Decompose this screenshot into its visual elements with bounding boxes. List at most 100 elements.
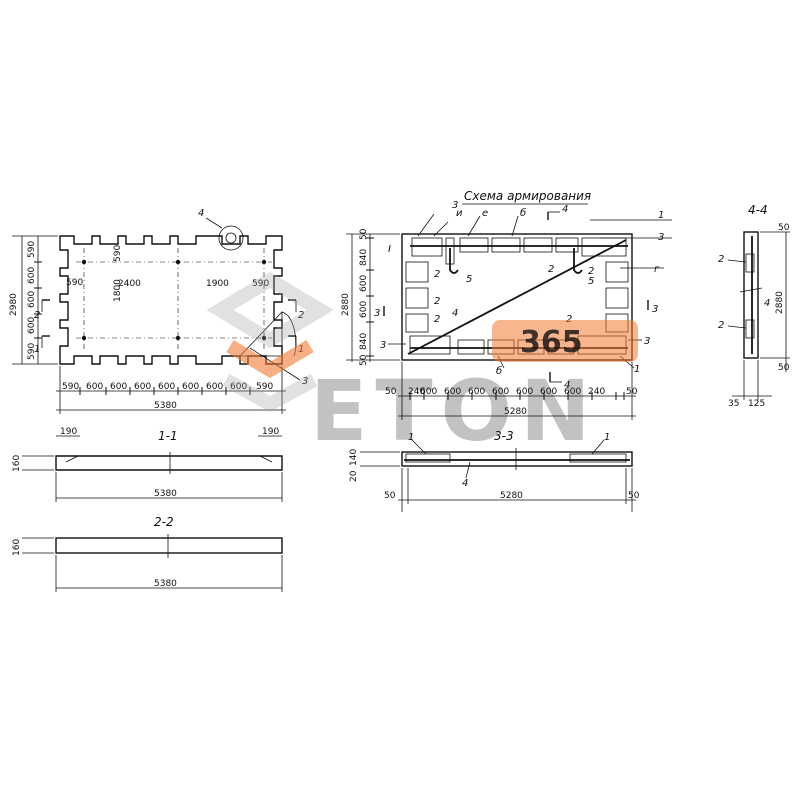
bottom-dim-2: 600 (110, 382, 127, 392)
corner-detail (239, 311, 283, 357)
section-4-4-break (739, 287, 763, 293)
section-4-4-dim-35: 35 (728, 399, 739, 409)
left-dim-ticks (34, 261, 42, 339)
section-2-2-body (55, 537, 283, 554)
reinforcement-title: Схема армирования (464, 189, 591, 203)
leader-3-top (417, 213, 435, 237)
section-3-3-leader-1-left (411, 439, 427, 455)
bottom-dim-4: 600 (158, 382, 175, 392)
reinf-bottom-dim-10: 50 (626, 387, 638, 397)
section-3-3-dim-140: 140 (349, 449, 359, 466)
section-4-4-title: 4-4 (748, 203, 768, 217)
watermark-badge (492, 320, 638, 362)
reinf-bottom-dim-5: 600 (492, 387, 509, 397)
left-dim-590-bottom: 590 (27, 343, 37, 360)
reinf-bottom-dim-6: 600 (516, 387, 533, 397)
callout-3: 3 (302, 376, 308, 387)
reinf-left-dim-600-b: 600 (359, 301, 369, 318)
left-dim-600-b: 600 (27, 291, 37, 308)
section-2-2-title: 2-2 (154, 515, 174, 529)
section-3-3-callout-1-left: 1 (408, 432, 414, 443)
section-3-3-leader-1-right (591, 439, 605, 455)
lifting-loop-inner (225, 232, 237, 244)
inner-dim-1800: 1800 (113, 279, 123, 302)
reinf-left-dim-600-a: 600 (359, 275, 369, 292)
section-4-4-mesh-bottom (745, 319, 755, 339)
reinf-left-dim-ticks (366, 237, 374, 357)
callout-i: и (456, 208, 463, 219)
left-dim-2980: 2980 (9, 293, 19, 316)
section-4-4-leader-2b (727, 325, 747, 329)
reinf-bottom-dim-4: 600 (468, 387, 485, 397)
callout-4-mid: 4 (452, 308, 458, 319)
leader-i (433, 221, 449, 237)
callout-3-right: 3 (658, 232, 664, 243)
section-4-4-mesh-top (745, 253, 755, 273)
reinf-left-dim-840-bottom: 840 (359, 333, 369, 350)
section-3-3-mesh-left (405, 453, 451, 463)
bottom-dim-8: 590 (256, 382, 273, 392)
callout-1-bottom: 1 (634, 364, 640, 375)
bottom-dim-5: 600 (182, 382, 199, 392)
callout-I: I (388, 244, 391, 255)
left-dim-600-c: 600 (27, 317, 37, 334)
eton-watermark-logo: ETON 365 (206, 271, 638, 460)
inner-dim-590-top: 590 (113, 245, 123, 262)
callout-b-top: б (520, 207, 526, 219)
reinf-left-dim-2880: 2880 (341, 293, 351, 316)
top-mesh-row (410, 237, 628, 265)
callout-e: е (482, 208, 488, 219)
inner-dim-2400: 2400 (118, 279, 141, 289)
section-3-3-dim-20: 20 (349, 470, 359, 482)
reinf-left-dim-50-bottom: 50 (359, 354, 369, 366)
inner-dim-590-left: 590 (66, 278, 83, 288)
section-4-4-callout-2a: 2 (718, 254, 724, 265)
section-3-3-mesh-right (569, 453, 627, 463)
section-1-1-dim-190-right: 190 (262, 427, 279, 437)
section-2-2-length: 5380 (154, 579, 177, 589)
bottom-dim-6: 600 (206, 382, 223, 392)
bottom-dim-3: 600 (134, 382, 151, 392)
callout-2e: 2 (434, 314, 440, 325)
callout-sec3-right: 3 (652, 304, 658, 315)
lifting-holes (81, 259, 267, 341)
section-3-3-callout-4: 4 (462, 478, 468, 489)
section-4-4-height: 2880 (775, 291, 785, 314)
reinf-bottom-dim-0: 50 (385, 387, 397, 397)
inner-dim-590-right: 590 (252, 279, 269, 289)
callout-g: г (654, 264, 660, 275)
section-2-right-label: 2 (298, 310, 304, 321)
section-4-4-callout-4: 4 (764, 298, 770, 309)
section-3-3: 3-3 1 1 4 140 20 50 50 5280 (349, 429, 640, 512)
reinf-bottom-dim-3: 600 (444, 387, 461, 397)
diagonal-rod (407, 239, 627, 355)
section-3-3-leader-4 (465, 461, 471, 479)
section-1-1-dim-190-left: 190 (60, 427, 77, 437)
bottom-dim-ticks (79, 387, 251, 395)
section-4-4-callout-2b: 2 (718, 320, 724, 331)
section-4-4-dim-50-top: 50 (778, 223, 790, 233)
hook-loops (449, 248, 583, 274)
section-3-3-body (401, 451, 633, 467)
callout-3-bottom: 3 (644, 336, 650, 347)
section-3-3-title: 3-3 (494, 429, 514, 443)
callout-2b: 2 (548, 264, 554, 275)
leader-4 (205, 217, 223, 229)
left-dim-600-a: 600 (27, 267, 37, 284)
callout-2a: 2 (434, 269, 440, 280)
reinf-bottom-dim-ticks (409, 392, 625, 400)
callout-2f: 2 (566, 314, 572, 325)
callout-4-bottom: 4 (564, 380, 570, 391)
reinf-bottom-dim-7: 600 (540, 387, 557, 397)
section-1-1-chamfer-right (259, 455, 273, 463)
section-1-1-length: 5380 (154, 489, 177, 499)
section-4-4-dim-125: 125 (748, 399, 765, 409)
callout-b-bottom: б (496, 365, 502, 377)
callout-4-top: 4 (562, 204, 568, 215)
left-side-mesh (405, 261, 429, 333)
reinf-bottom-dim-9: 240 (588, 387, 605, 397)
section-3-3-dim-50-right: 50 (628, 491, 640, 501)
section-1-1-body (55, 455, 283, 471)
callout-4: 4 (198, 208, 204, 219)
